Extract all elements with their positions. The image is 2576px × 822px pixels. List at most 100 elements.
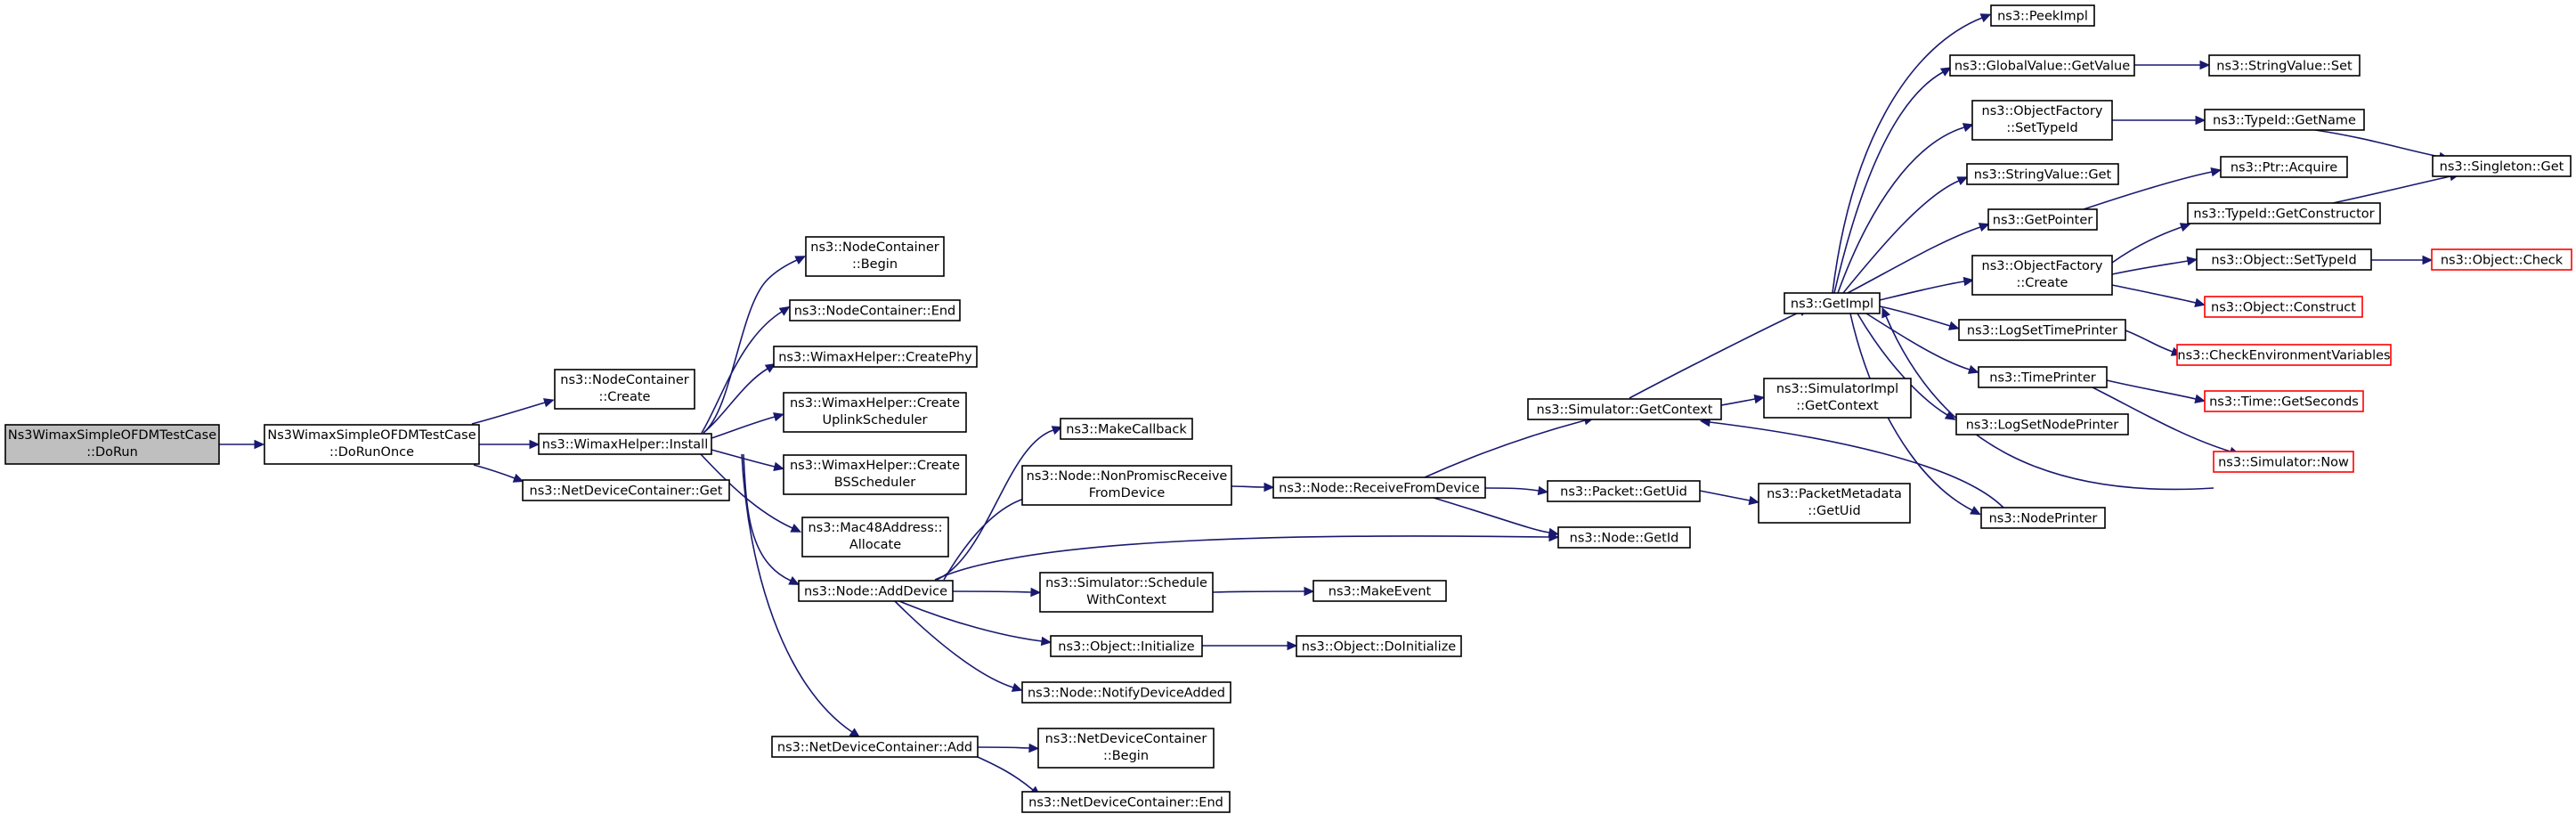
node-peekimpl[interactable]: ns3::PeekImpl — [1990, 4, 2095, 27]
node-ptr_acquire[interactable]: ns3::Ptr::Acquire — [2220, 156, 2348, 178]
node-box — [2220, 156, 2348, 178]
node-box — [1955, 413, 2129, 435]
node-mac48[interactable]: ns3::Mac48Address::Allocate — [801, 517, 949, 557]
node-logsetnode[interactable]: ns3::LogSetNodePrinter — [1955, 413, 2129, 435]
node-ndc_begin[interactable]: ns3::NetDeviceContainer::Begin — [1037, 728, 1215, 769]
node-label: ns3::SimulatorImpl — [1776, 382, 1898, 396]
node-label: ns3::StringValue::Get — [1974, 168, 2112, 183]
node-gv_getvalue[interactable]: ns3::GlobalValue::GetValue — [1949, 54, 2135, 77]
node-node_recvfrom[interactable]: ns3::Node::ReceiveFromDevice — [1272, 476, 1486, 499]
node-label: ns3::MakeEvent — [1329, 585, 1432, 599]
node-label: ns3::NodeContainer::End — [794, 305, 956, 319]
arrowhead — [1748, 495, 1760, 506]
node-nodeprinter[interactable]: ns3::NodePrinter — [1980, 507, 2106, 529]
node-getimpl[interactable]: ns3::GetImpl — [1784, 292, 1881, 314]
call-edge-getimpl-to-peekimpl — [1832, 13, 1992, 294]
node-singleton_get[interactable]: ns3::Singleton::Get — [2432, 155, 2572, 177]
arrowhead — [2179, 223, 2191, 232]
node-label: ns3::Time::GetSeconds — [2209, 395, 2359, 410]
node-obj_initialize[interactable]: ns3::Object::Initialize — [1050, 635, 1203, 657]
node-of_create[interactable]: ns3::ObjectFactory::Create — [1971, 255, 2113, 296]
node-nc_end[interactable]: ns3::NodeContainer::End — [789, 299, 961, 321]
node-ndc_end[interactable]: ns3::NetDeviceContainer::End — [1021, 791, 1231, 813]
node-obj_doinit[interactable]: ns3::Object::DoInitialize — [1296, 635, 1462, 657]
call-edge-ndc_add-to-ndc_end — [977, 756, 1041, 797]
node-label: ns3::LogSetTimePrinter — [1967, 324, 2117, 338]
node-box — [1784, 292, 1881, 314]
call-edge-node_adddevice-to-node_nonpromisc — [943, 494, 1034, 581]
node-ndc_add[interactable]: ns3::NetDeviceContainer::Add — [771, 736, 979, 758]
node-simimpl_getctx[interactable]: ns3::SimulatorImpl::GetContext — [1763, 378, 1912, 419]
node-label: ns3::PacketMetadata — [1767, 487, 1902, 501]
node-nc_create[interactable]: ns3::NodeContainer::Create — [554, 369, 695, 410]
node-sim_getcontext[interactable]: ns3::Simulator::GetContext — [1527, 398, 1722, 420]
edge-line — [1720, 398, 1756, 406]
node-label: ns3::Packet::GetUid — [1560, 485, 1687, 500]
arrowhead — [1537, 485, 1549, 496]
node-pktmeta_getuid[interactable]: ns3::PacketMetadata::GetUid — [1758, 483, 1911, 524]
node-sim_now[interactable]: ns3::Simulator::Now — [2213, 451, 2354, 473]
node-makecallback[interactable]: ns3::MakeCallback — [1060, 418, 1193, 440]
node-box — [1039, 572, 1214, 613]
node-dorun[interactable]: Ns3WimaxSimpleOFDMTestCase::DoRun — [4, 424, 220, 465]
node-label: ns3::ObjectFactory — [1982, 259, 2103, 273]
arrowhead — [2199, 60, 2211, 70]
call-edge-dorunonce-to-ndc_get — [473, 464, 524, 483]
node-label: ns3::Simulator::Now — [2218, 456, 2349, 470]
edge-line — [471, 402, 546, 425]
edge-line — [894, 600, 1014, 688]
node-label: ::DoRunOnce — [329, 445, 414, 460]
node-box — [554, 369, 695, 410]
edge-line — [2092, 387, 2231, 452]
node-sv_set[interactable]: ns3::StringValue::Set — [2208, 54, 2361, 77]
arrowhead — [1939, 67, 1952, 77]
node-of_settypeid[interactable]: ns3::ObjectFactory::SetTypeId — [1971, 100, 2113, 141]
node-makeevent[interactable]: ns3::MakeEvent — [1312, 580, 1447, 602]
node-box — [789, 299, 961, 321]
node-logsettime[interactable]: ns3::LogSetTimePrinter — [1958, 319, 2126, 341]
arrowhead — [1944, 411, 1956, 420]
node-wh_createphy[interactable]: ns3::WimaxHelper::CreatePhy — [773, 346, 978, 368]
call-edge-getimpl-to-of_settypeid — [1837, 123, 1974, 294]
edge-line — [1231, 485, 1265, 488]
node-ndc_get[interactable]: ns3::NetDeviceContainer::Get — [522, 479, 730, 501]
node-sv_get[interactable]: ns3::StringValue::Get — [1966, 163, 2119, 185]
edge-line — [703, 368, 768, 434]
node-obj_construct[interactable]: ns3::Object::Construct — [2204, 296, 2363, 318]
arrowhead — [1040, 636, 1052, 647]
node-checkenv[interactable]: ns3::CheckEnvironmentVariables — [2176, 344, 2392, 366]
node-node_getid[interactable]: ns3::Node::GetId — [1557, 526, 1691, 549]
node-timeprinter[interactable]: ns3::TimePrinter — [1978, 366, 2108, 388]
node-box — [1312, 580, 1447, 602]
call-edge-pkt_getuid-to-pktmeta_getuid — [1699, 490, 1760, 506]
node-node_adddevice[interactable]: ns3::Node::AddDevice — [798, 580, 954, 602]
node-label: FromDevice — [1089, 486, 1166, 501]
edge-line — [1832, 17, 1983, 294]
node-box — [2204, 109, 2365, 131]
node-obj_check[interactable]: ns3::Object::Check — [2431, 248, 2572, 271]
node-typeid_getname[interactable]: ns3::TypeId::GetName — [2204, 109, 2365, 131]
node-typeid_getctor[interactable]: ns3::TypeId::GetConstructor — [2187, 202, 2381, 224]
call-edge-wh_install-to-wh_upsched — [711, 412, 784, 439]
node-node_notify[interactable]: ns3::Node::NotifyDeviceAdded — [1021, 681, 1231, 704]
edge-line — [2332, 175, 2451, 204]
node-getpointer[interactable]: ns3::GetPointer — [1987, 208, 2098, 231]
node-wh_install[interactable]: ns3::WimaxHelper::Install — [538, 433, 712, 455]
node-box — [1758, 483, 1911, 524]
node-nc_begin[interactable]: ns3::NodeContainer::Begin — [805, 236, 945, 277]
call-edge-getimpl-to-nodeprinter — [1849, 313, 1981, 516]
node-pkt_getuid[interactable]: ns3::Packet::GetUid — [1547, 480, 1701, 502]
node-time_getseconds[interactable]: ns3::Time::GetSeconds — [2204, 390, 2364, 412]
arrowhead — [1978, 223, 1990, 232]
node-label: ns3::StringValue::Set — [2216, 60, 2353, 74]
node-label: ns3::Simulator::GetContext — [1537, 403, 1713, 418]
node-label: ns3::Node::AddDevice — [804, 585, 947, 599]
node-obj_settypeid[interactable]: ns3::Object::SetTypeId — [2196, 248, 2372, 271]
node-dorunonce[interactable]: Ns3WimaxSimpleOFDMTestCase::DoRunOnce — [264, 424, 480, 465]
node-label: ns3::PeekImpl — [1997, 10, 2088, 24]
call-edge-getpointer-to-ptr_acquire — [2083, 167, 2222, 210]
